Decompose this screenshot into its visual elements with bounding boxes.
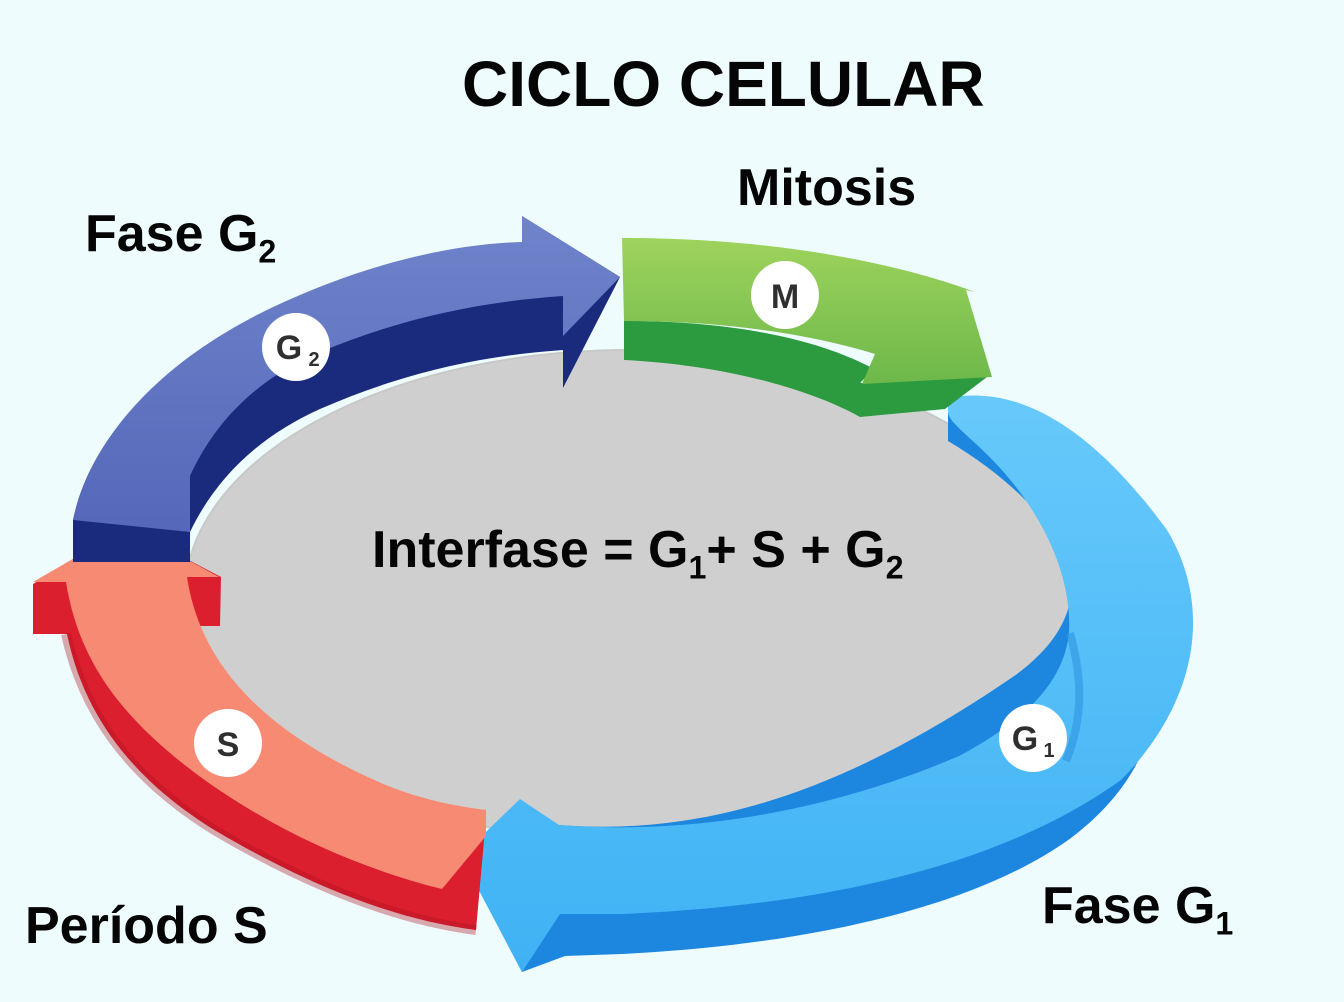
interfase-subscript-2: 2 xyxy=(885,549,904,586)
g1-label-text: Fase G xyxy=(1042,877,1216,935)
g1-label: Fase G1 xyxy=(1042,877,1233,939)
mitosis-label: Mitosis xyxy=(737,159,917,217)
diagram-title: CICLO CELULAR xyxy=(462,48,985,120)
svg-text:2: 2 xyxy=(308,349,319,371)
svg-text:G: G xyxy=(1012,720,1038,758)
g2-arrow xyxy=(73,216,620,562)
svg-text:S: S xyxy=(217,726,240,764)
g2-badge: G 2 xyxy=(262,313,330,381)
g1-arrow xyxy=(461,395,1194,973)
interfase-formula: Interfase = G1+ S + G2 xyxy=(372,521,904,583)
g2-label: Fase G2 xyxy=(85,205,276,267)
s-arrow xyxy=(33,527,486,935)
interfase-prefix: Interfase = G xyxy=(372,521,689,579)
s-badge: S xyxy=(194,709,262,777)
s-label: Período S xyxy=(25,897,268,955)
g2-label-text: Fase G xyxy=(85,205,259,263)
interfase-subscript-1: 1 xyxy=(688,549,707,586)
mitosis-badge: M xyxy=(751,261,819,329)
g1-badge: G 1 xyxy=(999,704,1067,772)
svg-text:G: G xyxy=(276,329,302,367)
svg-text:1: 1 xyxy=(1043,740,1054,762)
interfase-middle: + S + G xyxy=(706,521,886,579)
g2-label-subscript: 2 xyxy=(258,233,277,270)
g1-label-subscript: 1 xyxy=(1215,905,1234,942)
svg-text:M: M xyxy=(771,278,799,316)
